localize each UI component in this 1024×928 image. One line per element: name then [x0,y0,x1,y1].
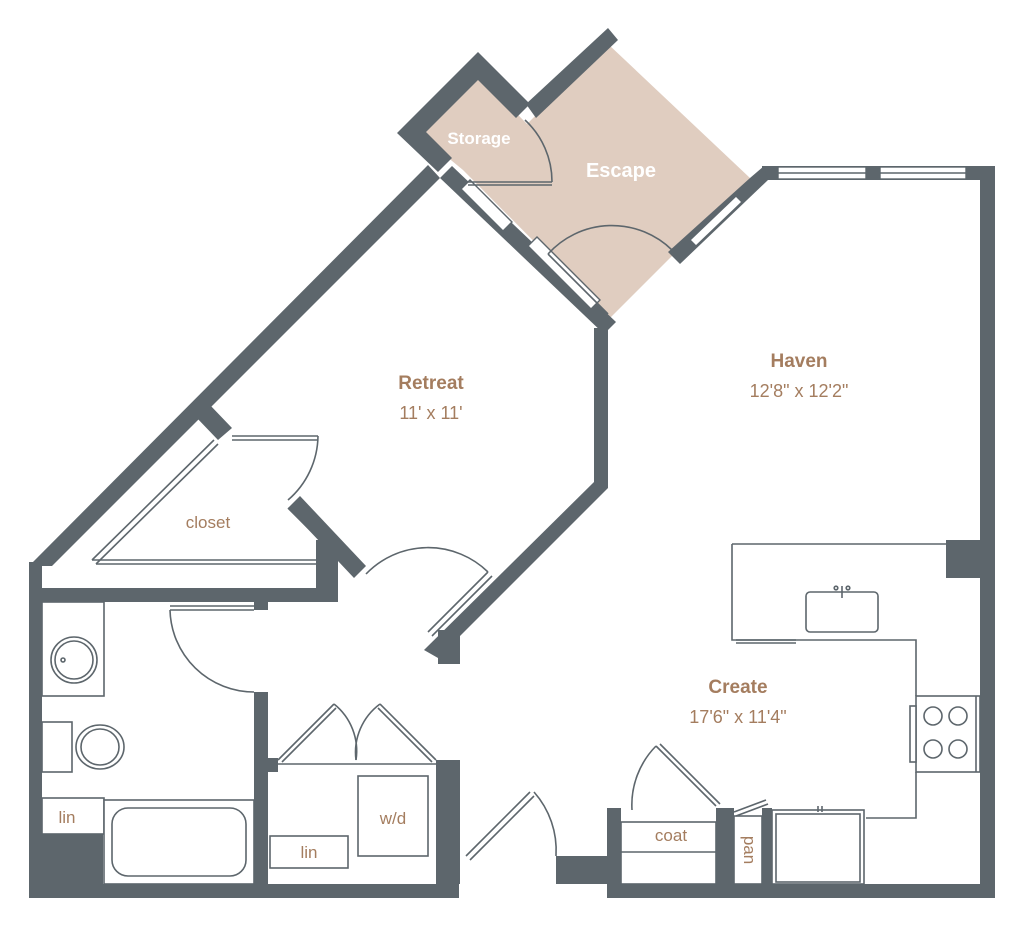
closet-shelf [91,439,317,565]
retreat-dims: 11' x 11' [399,403,462,423]
bedroom-door [365,546,493,637]
entry-door [465,791,557,861]
coat-closet [620,743,721,885]
haven-name: Haven [770,351,827,372]
sliding-door-retreat [460,179,601,310]
haven-diagonal-window [688,195,744,247]
storage-door [468,119,553,186]
haven-windows [777,166,967,180]
outer-walls [29,165,995,898]
haven-dims: 12'8" x 12'2" [750,381,849,401]
escape-door [547,224,673,315]
escape-label: Escape [586,160,656,182]
laundry-closet [269,703,437,869]
bath-linen-label: lin [58,808,75,827]
balcony-fill [418,44,750,318]
storage-label: Storage [447,129,510,148]
hall-linen-label: lin [300,843,317,862]
retreat-name: Retreat [398,373,464,394]
create-name: Create [708,677,767,698]
create-dims: 17'6" x 11'4" [689,707,786,727]
pantry-label: pan [740,836,759,864]
kitchen [731,543,981,885]
coat-label: coat [655,826,687,845]
closet-label: closet [186,513,231,532]
closet-door [232,435,319,501]
pantry [733,799,769,885]
interior-walls [42,328,980,884]
bathroom [41,601,255,885]
washer-dryer-label: w/d [379,809,406,828]
